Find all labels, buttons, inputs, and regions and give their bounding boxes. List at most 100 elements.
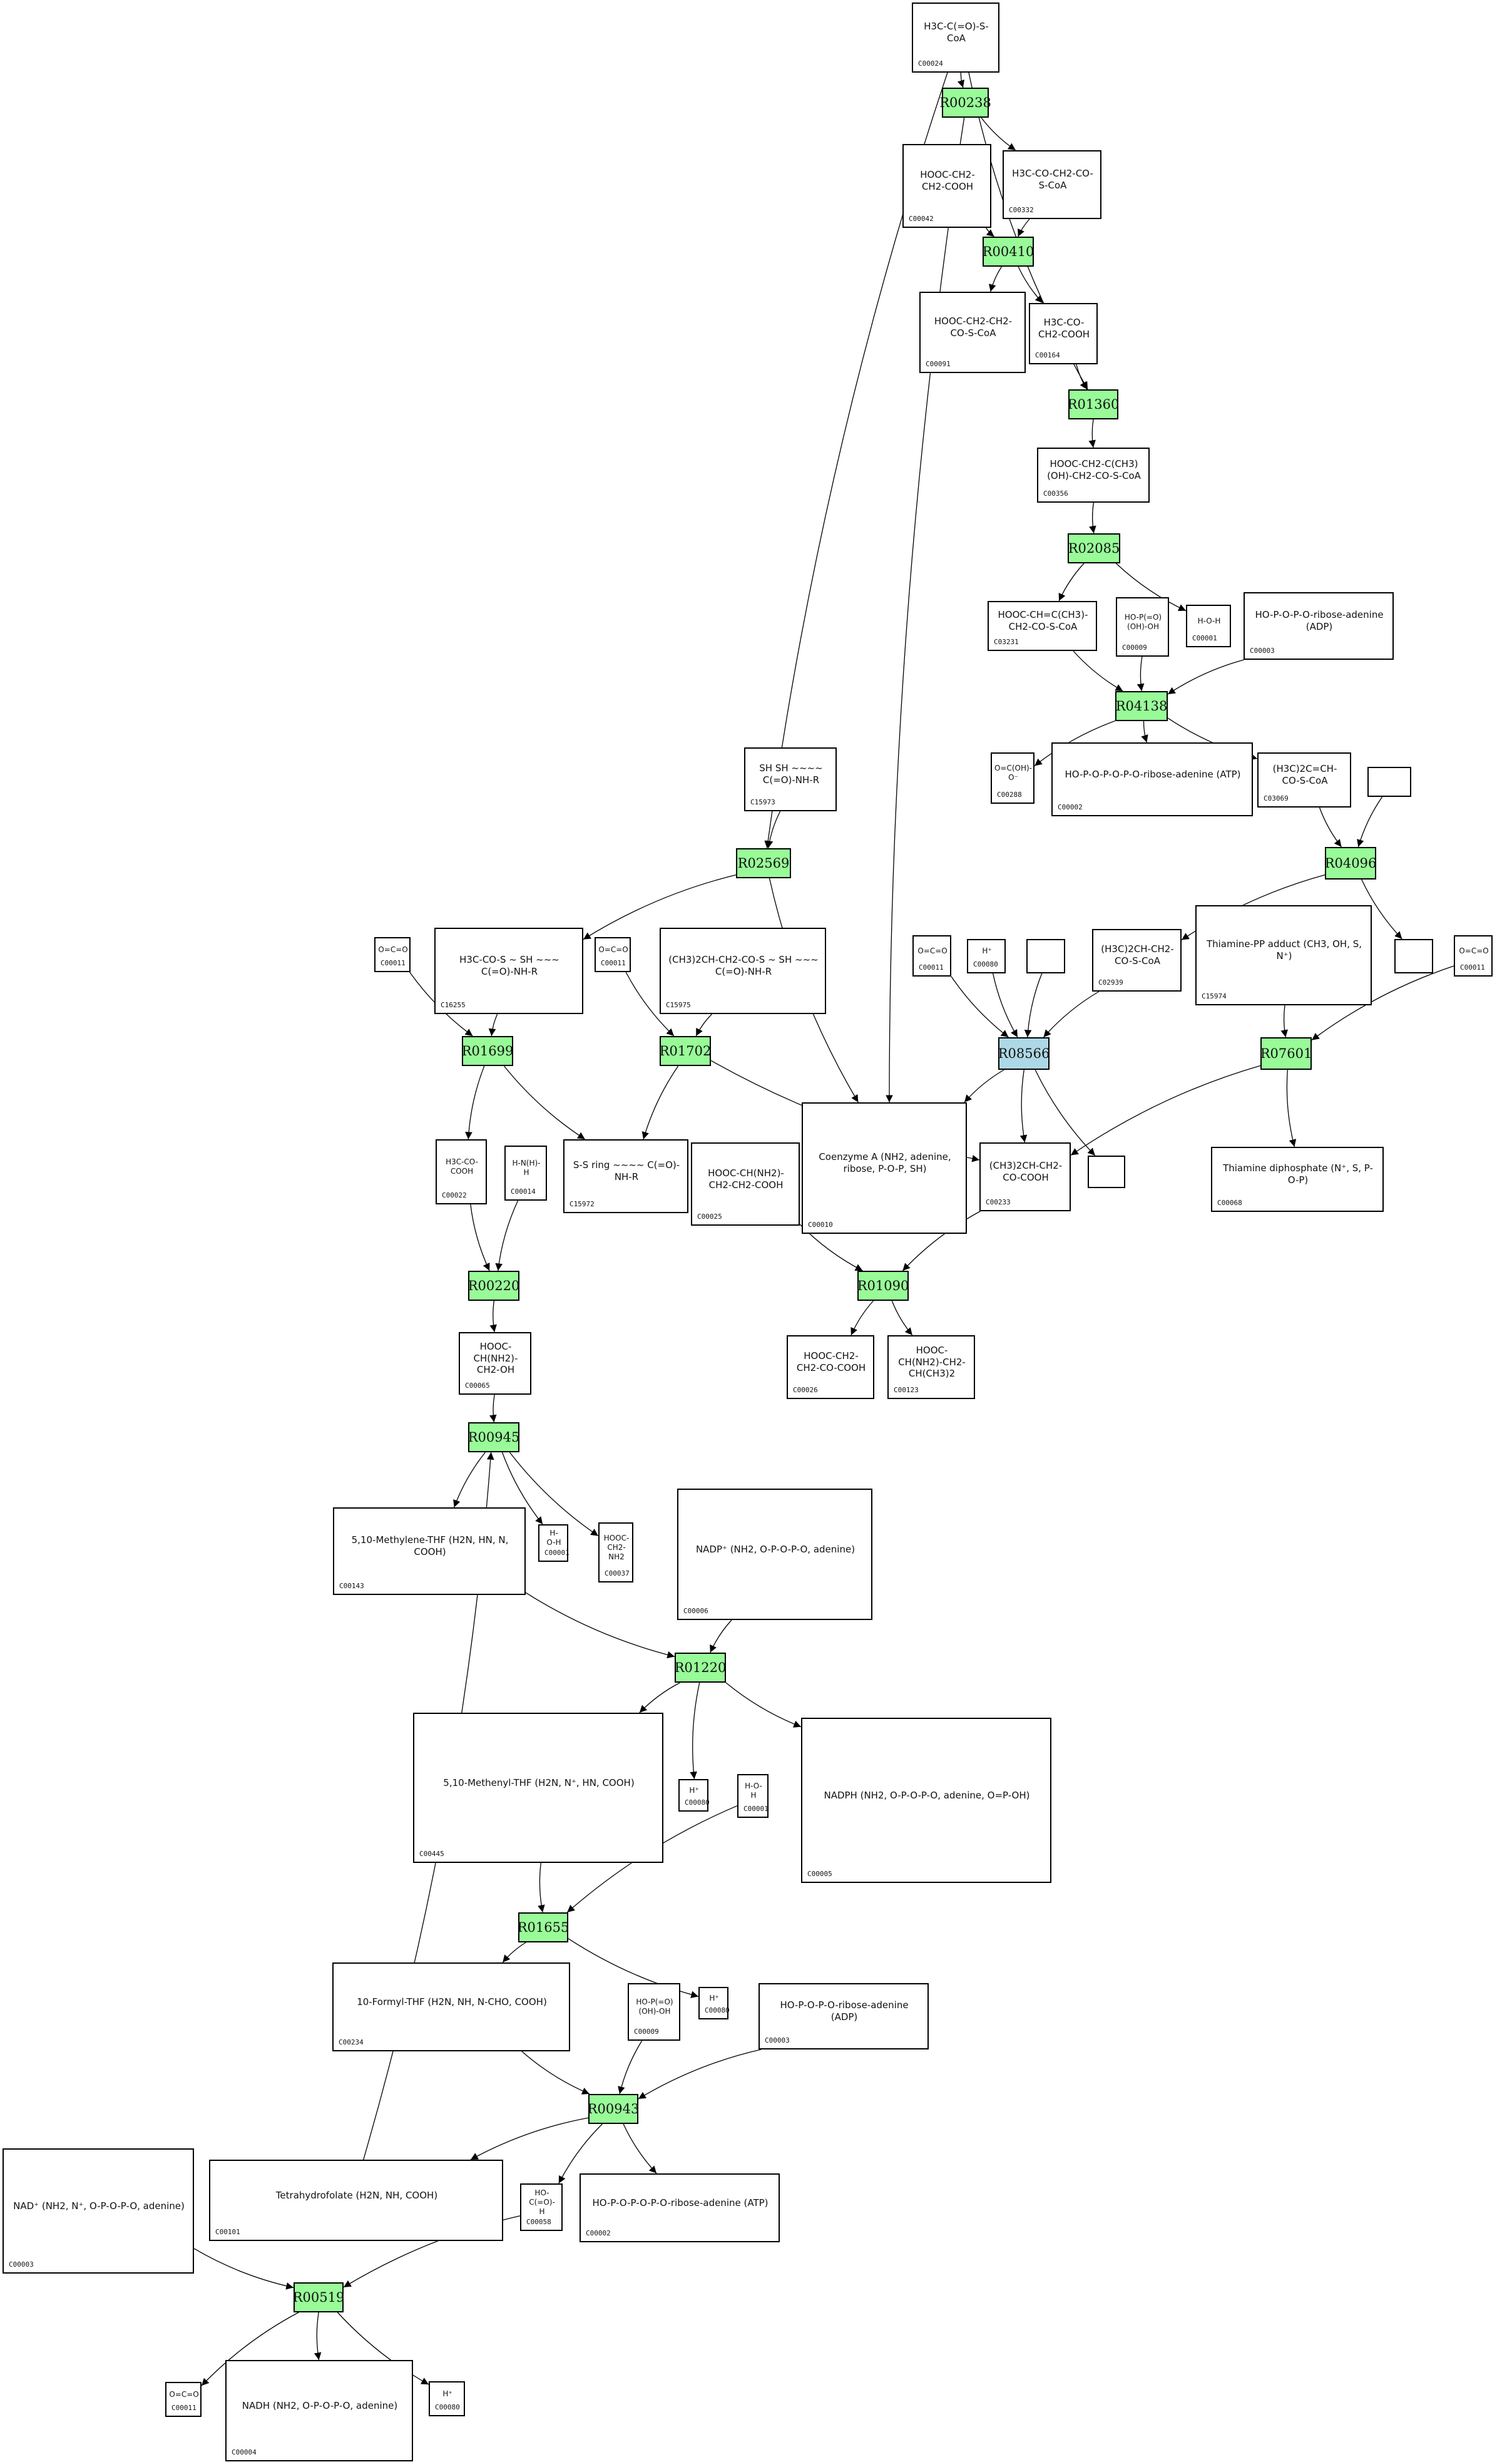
compound-node-c00004[interactable]: NADH (NH2, O-P-O-P-O, adenine)C00004 [225, 2360, 413, 2461]
compound-node-c00003[interactable]: HO-P-O-P-O-ribose-adenine (ADP)C00003 [1244, 592, 1394, 660]
edge-c16255-to-R01699 [488, 1013, 498, 1037]
reaction-node-r00220[interactable]: R00220 [468, 1271, 519, 1301]
reaction-node-r01090[interactable]: R01090 [857, 1271, 909, 1301]
compound-node-c00143[interactable]: 5,10-Methylene-THF (H2N, HN, N, COOH)C00… [333, 1507, 526, 1595]
edge-R04138-to-c00288 [1034, 720, 1116, 766]
edge-c00011c-to-R08566 [951, 976, 1009, 1038]
compound-node-c00080[interactable]: H⁺C00080 [678, 1779, 710, 1812]
compound-node-c00234[interactable]: 10-Formyl-THF (H2N, NH, N-CHO, COOH)C002… [332, 1962, 570, 2051]
compound-node-c00003[interactable]: HO-P-O-P-O-ribose-adenine (ADP)C00003 [759, 1983, 929, 2049]
compound-node-c00080[interactable]: H⁺C00080 [698, 1987, 730, 2019]
edge-R08566-to-c00233 [1019, 1069, 1028, 1143]
compound-id-label: C00233 [986, 1198, 1011, 1206]
reaction-node-r01655[interactable]: R01655 [518, 1912, 569, 1942]
compound-node-c00002[interactable]: HO-P-O-P-O-P-O-ribose-adenine (ATP)C0000… [580, 2173, 780, 2242]
compound-node-c00010[interactable]: Coenzyme A (NH2, adenine, ribose, P-O-P,… [802, 1102, 967, 1234]
reaction-node-r08566[interactable]: R08566 [998, 1037, 1050, 1070]
compound-node-empty[interactable] [1367, 767, 1411, 797]
reaction-node-r04138[interactable]: R04138 [1115, 691, 1168, 721]
compound-node-c00068[interactable]: Thiamine diphosphate (N⁺, S, P-O-P)C0006… [1211, 1147, 1384, 1212]
reaction-node-r00943[interactable]: R00943 [588, 2094, 639, 2124]
compound-node-empty[interactable] [1088, 1156, 1125, 1188]
reaction-node-r00410[interactable]: R00410 [983, 237, 1034, 267]
reaction-node-r00238[interactable]: R00238 [939, 88, 991, 118]
edge-c00003c-to-R00519 [193, 2248, 294, 2290]
edge-R00945-to-c00037 [509, 1452, 599, 1537]
compound-node-empty[interactable] [1026, 939, 1065, 973]
edge-c00006-to-R01220 [710, 1619, 732, 1653]
reaction-node-r02085[interactable]: R02085 [1068, 533, 1120, 563]
compound-id-label: C00042 [909, 215, 934, 223]
edge-R01220-to-c00445 [639, 1682, 680, 1713]
compound-node-c00003[interactable]: NAD⁺ (NH2, N⁺, O-P-O-P-O, adenine)C00003 [3, 2148, 194, 2274]
compound-structure: 5,10-Methylene-THF (H2N, HN, N, COOH) [351, 1534, 512, 1557]
compound-structure: H-O-H [546, 1529, 561, 1547]
compound-id-label: C00011 [1460, 963, 1485, 972]
edge-c02939-to-R08566 [1043, 991, 1100, 1038]
compound-id-label: C00005 [807, 1870, 832, 1878]
edge-c00014-to-R00220 [495, 1200, 519, 1271]
reaction-node-r01699[interactable]: R01699 [462, 1036, 513, 1066]
compound-structure: HOOC-CH2-C(CH3)(OH)-CH2-CO-S-CoA [1047, 458, 1141, 481]
compound-id-label: C00014 [511, 1187, 536, 1196]
reaction-node-r04096[interactable]: R04096 [1325, 847, 1376, 880]
reaction-node-r00519[interactable]: R00519 [293, 2282, 344, 2312]
reaction-node-r01702[interactable]: R01702 [660, 1036, 711, 1066]
reaction-node-r02569[interactable]: R02569 [736, 848, 791, 878]
reaction-node-r00945[interactable]: R00945 [468, 1422, 519, 1452]
compound-id-label: C00009 [1122, 644, 1147, 652]
compound-structure: Thiamine-PP adduct (CH3, OH, S, N⁺) [1206, 938, 1365, 962]
compound-node-c00080[interactable]: H⁺C00080 [967, 939, 1006, 973]
reaction-node-r07601[interactable]: R07601 [1260, 1037, 1312, 1070]
compound-node-c00006[interactable]: NADP⁺ (NH2, O-P-O-P-O, adenine)C00006 [677, 1489, 872, 1620]
compound-node-c00445[interactable]: 5,10-Methenyl-THF (H2N, N⁺, HN, COOH)C00… [413, 1713, 663, 1863]
compound-structure: HOOC-CH2-CH2-CO-COOH [796, 1350, 866, 1373]
compound-node-c00101[interactable]: Tetrahydrofolate (H2N, NH, COOH)C00101 [209, 2160, 503, 2241]
compound-node-c15974[interactable]: Thiamine-PP adduct (CH3, OH, S, N⁺)C1597… [1195, 905, 1372, 1005]
compound-id-label: C00006 [683, 1607, 708, 1615]
reaction-node-r01220[interactable]: R01220 [675, 1653, 726, 1683]
compound-node-c00080[interactable]: H⁺C00080 [429, 2381, 465, 2416]
compound-node-c00288[interactable]: O=C(OH)-O⁻C00288 [991, 752, 1034, 804]
compound-node-c00005[interactable]: NADPH (NH2, O-P-O-P-O, adenine, O=P-OH)C… [801, 1718, 1051, 1883]
compound-id-label: C00024 [918, 59, 943, 68]
compound-node-c00002[interactable]: HO-P-O-P-O-P-O-ribose-adenine (ATP)C0000… [1051, 742, 1253, 816]
compound-node-empty[interactable] [1394, 939, 1433, 973]
reaction-node-r01360[interactable]: R01360 [1068, 389, 1119, 419]
edge-R02085-to-c03231 [1058, 563, 1085, 602]
compound-structure: H-O-H [1197, 616, 1221, 625]
compound-structure: HO-P-O-P-O-P-O-ribose-adenine (ATP) [1065, 768, 1241, 780]
